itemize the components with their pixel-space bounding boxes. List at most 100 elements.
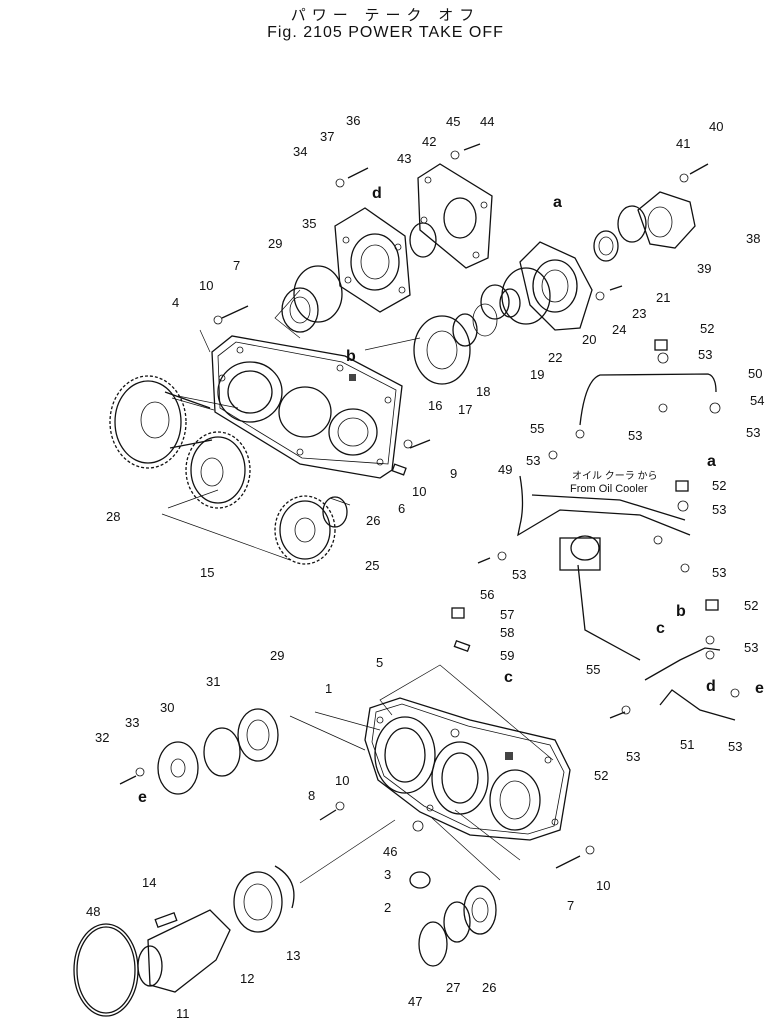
ref-letter-e-pipe: e: [755, 680, 764, 697]
callout-17: 17: [458, 402, 472, 417]
oil-cooler-note-english: From Oil Cooler: [570, 483, 648, 495]
callout-53c: 53: [746, 425, 760, 440]
callout-50: 50: [748, 366, 762, 381]
callout-numbers: 1 2 3 4 5 6 7 7 8 9 10 10 10 10 11 12 13…: [86, 113, 764, 1018]
callout-37: 37: [320, 129, 334, 144]
callout-52b: 52: [712, 478, 726, 493]
o-ring-48: [73, 923, 139, 1017]
callout-28: 28: [106, 509, 120, 524]
callout-53g: 53: [712, 565, 726, 580]
callout-55b: 55: [586, 662, 600, 677]
callout-53d: 53: [526, 453, 540, 468]
callout-16: 16: [428, 398, 442, 413]
callout-45: 45: [446, 114, 460, 129]
callout-59: 59: [500, 648, 514, 663]
callout-7b: 7: [567, 898, 574, 913]
callout-9: 9: [450, 466, 457, 481]
callout-23: 23: [632, 306, 646, 321]
ref-letter-d-cap: d: [372, 185, 382, 202]
callout-27: 27: [446, 980, 460, 995]
callout-13: 13: [286, 948, 300, 963]
callout-39: 39: [697, 261, 711, 276]
bearing-cap-20: [519, 241, 593, 331]
callout-26b: 26: [482, 980, 496, 995]
callout-52d: 52: [594, 768, 608, 783]
callout-7a: 7: [233, 258, 240, 273]
callout-55a: 55: [530, 421, 544, 436]
callout-53a: 53: [698, 347, 712, 362]
ref-letter-e-cap: e: [138, 789, 147, 806]
ref-letter-c-pipe: c: [656, 620, 665, 637]
bearing-29-lower: [157, 708, 279, 795]
callout-44: 44: [480, 114, 494, 129]
callout-53h: 53: [744, 640, 758, 655]
callout-53e: 53: [712, 502, 726, 517]
oil-cooler-note: オイル クーラ から From Oil Cooler: [570, 470, 658, 495]
upper-case-cover: [211, 335, 403, 479]
callout-52a: 52: [700, 321, 714, 336]
ref-letter-a-pipe: a: [707, 453, 716, 470]
callout-41: 41: [676, 136, 690, 151]
callout-10d: 10: [596, 878, 610, 893]
callout-1: 1: [325, 681, 332, 696]
callout-12: 12: [240, 971, 254, 986]
oil-cooler-note-japanese: オイル クーラ から: [572, 470, 658, 482]
callout-51: 51: [680, 737, 694, 752]
callout-32: 32: [95, 730, 109, 745]
callout-15: 15: [200, 565, 214, 580]
callout-57: 57: [500, 607, 514, 622]
callout-18: 18: [476, 384, 490, 399]
callout-30: 30: [160, 700, 174, 715]
callout-10b: 10: [412, 484, 426, 499]
callout-10a: 10: [199, 278, 213, 293]
gear-15: [185, 431, 251, 509]
callout-4: 4: [172, 295, 179, 310]
callout-22: 22: [548, 350, 562, 365]
callout-33: 33: [125, 715, 139, 730]
callout-53f: 53: [512, 567, 526, 582]
seals-and-rings: [281, 222, 551, 385]
ref-letter-b-pipe: b: [676, 603, 686, 620]
callout-54: 54: [750, 393, 764, 408]
callout-14: 14: [142, 875, 156, 890]
callout-31: 31: [206, 674, 220, 689]
callout-24: 24: [612, 322, 626, 337]
callout-53b: 53: [628, 428, 642, 443]
callout-19: 19: [530, 367, 544, 382]
callout-29a: 29: [268, 236, 282, 251]
bearing-cap-34: [334, 207, 411, 313]
ref-letter-b-case: b: [346, 348, 356, 365]
reference-letters: a a b b c c d d e e: [138, 185, 764, 806]
callout-47: 47: [408, 994, 422, 1009]
bolts-and-washers: [119, 143, 740, 869]
callout-36: 36: [346, 113, 360, 128]
housing-38: [593, 191, 696, 262]
callout-46: 46: [383, 844, 397, 859]
gear-28: [109, 375, 213, 469]
ref-letter-a-top: a: [553, 194, 562, 211]
lower-case: [364, 697, 571, 841]
callout-21: 21: [656, 290, 670, 305]
callout-48: 48: [86, 904, 100, 919]
callout-43: 43: [397, 151, 411, 166]
callout-2: 2: [384, 900, 391, 915]
callout-56: 56: [480, 587, 494, 602]
callout-25: 25: [365, 558, 379, 573]
ref-letter-c-case: c: [504, 669, 513, 686]
callout-6: 6: [398, 501, 405, 516]
callout-26a: 26: [366, 513, 380, 528]
callout-29b: 29: [270, 648, 284, 663]
callout-53i: 53: [626, 749, 640, 764]
cover-plate-42: [417, 163, 493, 269]
figure-title: Fig. 2105 POWER TAKE OFF: [267, 24, 504, 41]
ref-letter-d-pipe: d: [706, 678, 716, 695]
callout-11: 11: [176, 1006, 190, 1018]
callout-53j: 53: [728, 739, 742, 754]
callout-42: 42: [422, 134, 436, 149]
callout-8: 8: [308, 788, 315, 803]
callout-34: 34: [293, 144, 307, 159]
callout-52c: 52: [744, 598, 758, 613]
callout-40: 40: [709, 119, 723, 134]
callout-5: 5: [376, 655, 383, 670]
